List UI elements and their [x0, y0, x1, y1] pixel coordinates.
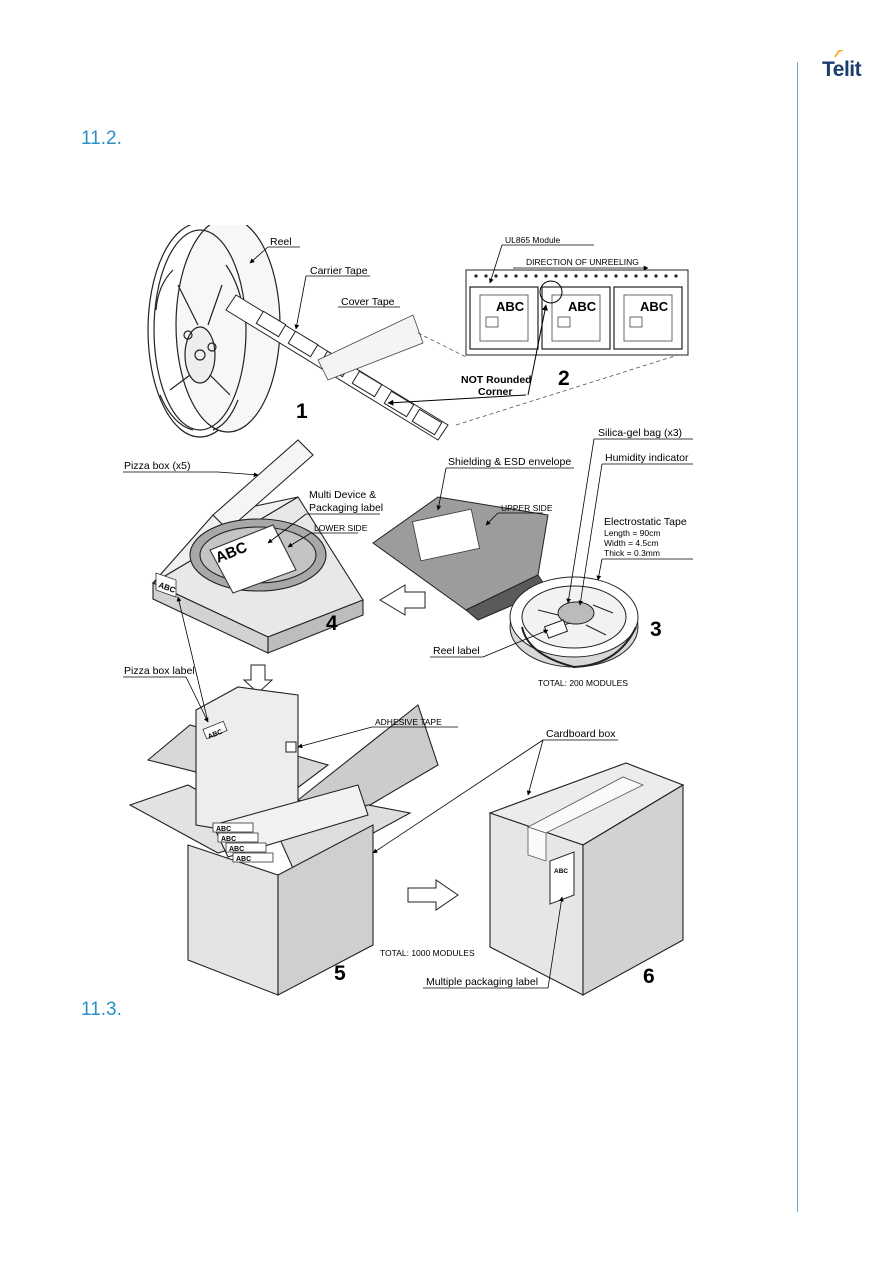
lower-side-label: LOWER SIDE: [314, 523, 368, 533]
closed-box-abc: ABC: [554, 868, 568, 875]
not-rounded-label-1: NOT Rounded: [461, 374, 532, 386]
arrow-to-pizza-box: [379, 584, 426, 616]
step-number-1: 1: [296, 400, 308, 423]
sidebar-rule: [797, 62, 798, 1212]
step-number-3: 3: [650, 618, 662, 641]
esd-width-label: Width = 4.5cm: [604, 538, 659, 548]
step-number-5: 5: [334, 962, 346, 985]
module-abc-3: ABC: [640, 299, 669, 314]
cardboard-box-label: Cardboard box: [546, 728, 616, 740]
stack-abc-4: ABC: [236, 856, 251, 863]
total-200-label: TOTAL: 200 MODULES: [538, 678, 628, 688]
shielding-label: Shielding & ESD envelope: [448, 456, 571, 468]
packaging-figure: Reel Carrier Tape Cover Tape 1: [118, 225, 693, 997]
not-rounded-label-2: Corner: [478, 386, 512, 398]
tape-detail-drawing: [465, 269, 689, 356]
cover-tape-drawing: [317, 314, 424, 381]
arrow-down-to-box: [242, 664, 274, 694]
module-abc-1: ABC: [496, 299, 525, 314]
telit-logo: Telit: [822, 58, 862, 81]
multi-device-label-2: Packaging label: [309, 502, 383, 514]
esd-envelope-drawing: [372, 496, 549, 621]
packaging-diagram: Reel Carrier Tape Cover Tape 1: [123, 225, 693, 996]
arrow-to-closed-box: [407, 879, 459, 911]
section-number-11-2: 11.2.: [81, 128, 122, 149]
pizza-box-label-pointer: Pizza box label: [124, 665, 195, 677]
upper-side-label: UPPER SIDE: [501, 503, 553, 513]
carrier-tape-label: Carrier Tape: [310, 265, 368, 277]
adhesive-tape-label: ADHESIVE TAPE: [375, 717, 442, 727]
reel-label-pointer-text: Reel label: [433, 645, 480, 657]
stack-abc-3: ABC: [229, 846, 244, 853]
module-label: UL865 Module: [505, 235, 561, 245]
pizza-box-label: Pizza box (x5): [124, 460, 191, 472]
total-1000-label: TOTAL: 1000 MODULES: [380, 948, 475, 958]
step-number-2: 2: [558, 367, 570, 390]
reel-drawing: [147, 225, 281, 438]
stack-abc-1: ABC: [216, 826, 231, 833]
direction-label: DIRECTION OF UNREELING: [526, 257, 639, 267]
multiple-packaging-label: Multiple packaging label: [426, 976, 538, 988]
module-abc-2: ABC: [568, 299, 597, 314]
pizza-box-drawing: [151, 439, 364, 654]
esd-tape-label: Electrostatic Tape: [604, 516, 687, 528]
esd-length-label: Length = 90cm: [604, 528, 660, 538]
humidity-label: Humidity indicator: [605, 452, 689, 464]
stack-abc-2: ABC: [221, 836, 236, 843]
step-number-6: 6: [643, 965, 655, 988]
esd-thick-label: Thick = 0.3mm: [604, 548, 660, 558]
multi-device-label-1: Multi Device &: [309, 489, 376, 501]
reel-label-text: Reel: [270, 236, 292, 248]
cover-tape-label: Cover Tape: [341, 296, 395, 308]
section-number-11-3: 11.3.: [81, 999, 122, 1020]
closed-box-drawing: [488, 762, 685, 996]
logo-spark-icon: [834, 50, 844, 58]
step-number-4: 4: [326, 612, 338, 635]
silica-label: Silica-gel bag (x3): [598, 427, 682, 439]
pizza-box-stack: [202, 720, 274, 863]
reel-pack-drawing: [509, 576, 639, 669]
